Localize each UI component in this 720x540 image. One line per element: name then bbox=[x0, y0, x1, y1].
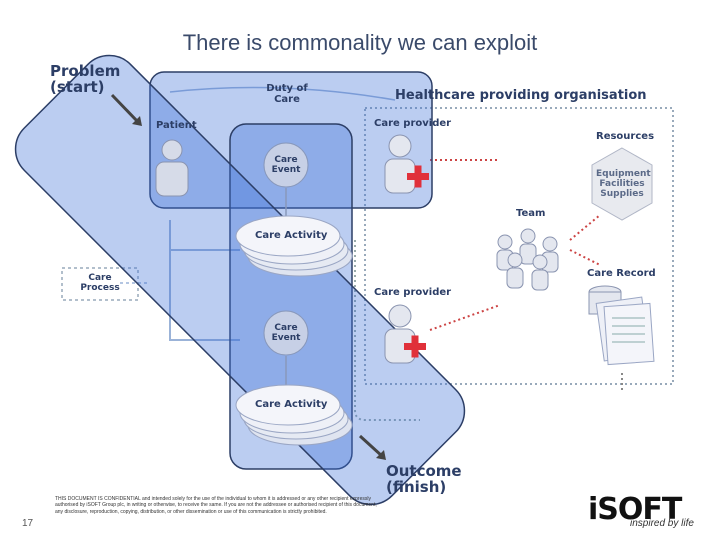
problem-label: Problem(start) bbox=[50, 64, 120, 96]
care-record-icon bbox=[589, 286, 654, 365]
care-activity-bottom-label: Care Activity bbox=[255, 399, 327, 410]
care-provider-bottom-label: Care provider bbox=[374, 287, 451, 298]
page-number: 17 bbox=[22, 518, 33, 529]
outcome-label: Outcome(finish) bbox=[386, 464, 462, 496]
care-record-label: Care Record bbox=[587, 268, 656, 279]
logo-tagline: inspired by life bbox=[630, 518, 694, 529]
care-activity-top-label: Care Activity bbox=[255, 230, 327, 241]
team-label: Team bbox=[516, 208, 545, 219]
care-provider-top-figure bbox=[385, 135, 415, 193]
team-link-bottom bbox=[430, 305, 500, 330]
confidentiality-disclaimer: THIS DOCUMENT IS CONFIDENTIAL and intend… bbox=[55, 496, 385, 515]
resources-label: Resources bbox=[596, 131, 654, 142]
care-provider-bottom-figure bbox=[385, 305, 415, 363]
care-provider-top-label: Care provider bbox=[374, 118, 451, 129]
org-title: Healthcare providing organisation bbox=[395, 88, 647, 103]
patient-label: Patient bbox=[156, 120, 197, 131]
team-group bbox=[497, 229, 558, 290]
